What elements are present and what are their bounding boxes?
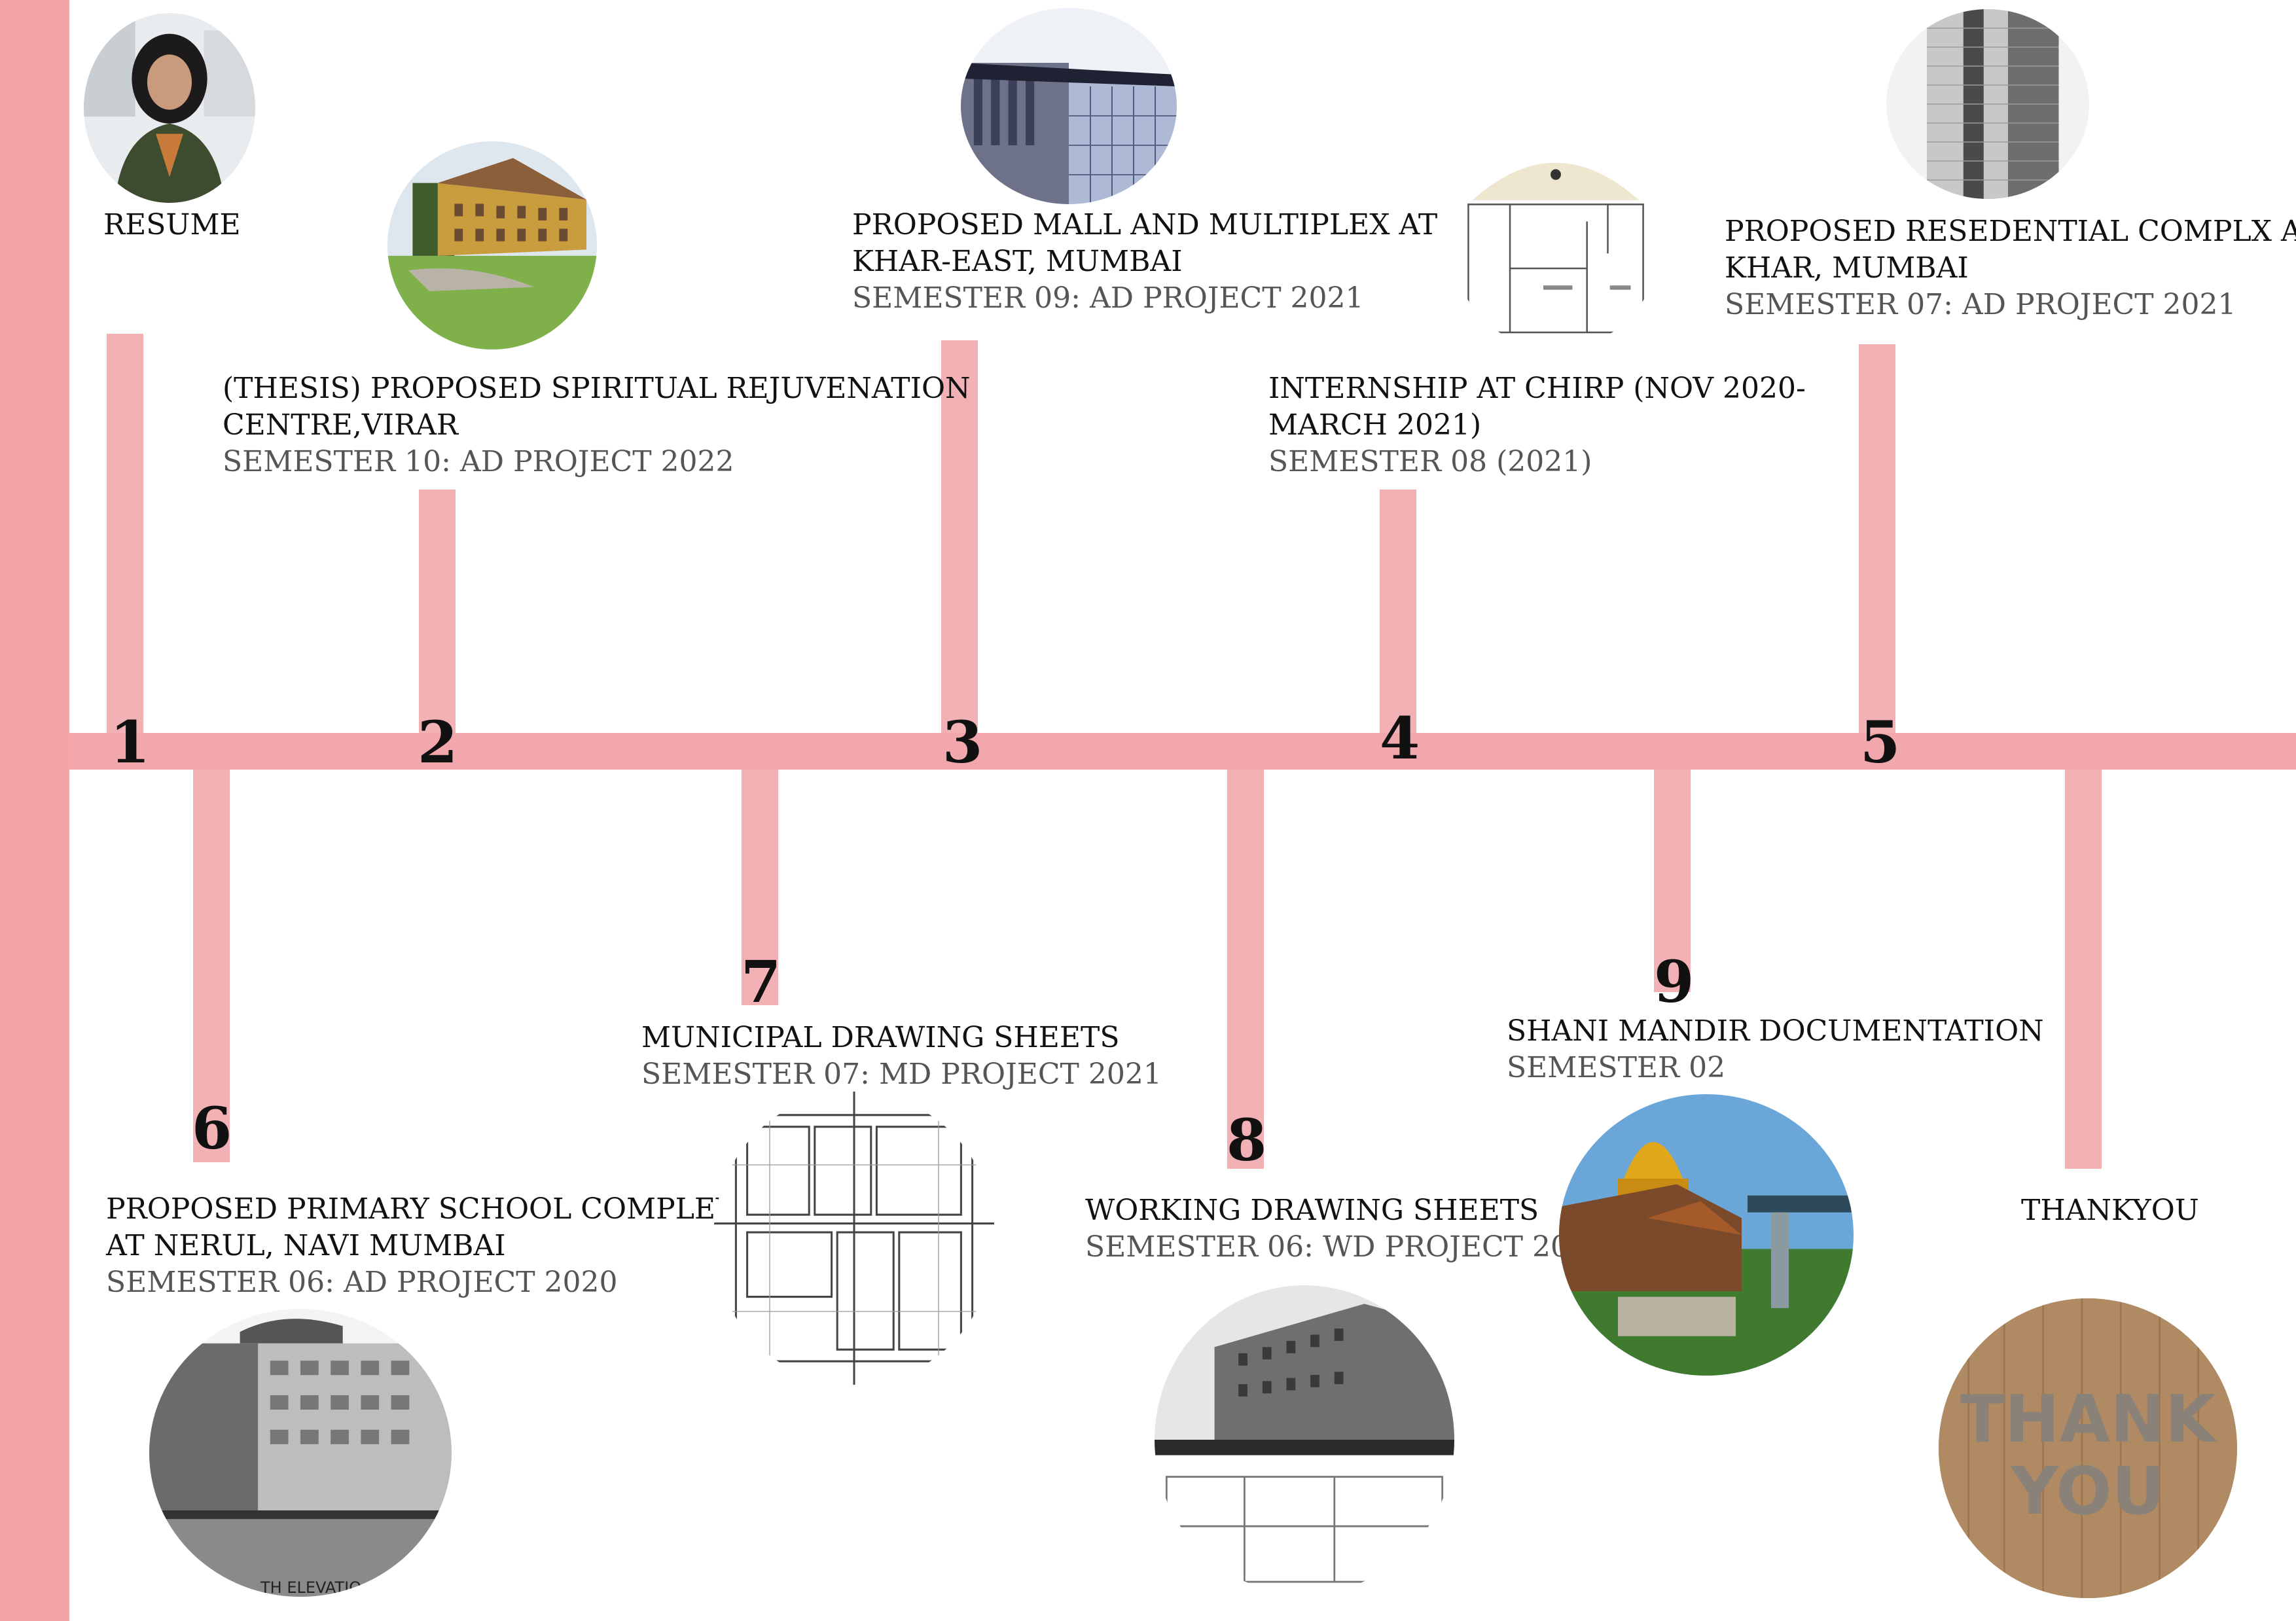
thankyou-badge-line-2: YOU	[1939, 1453, 2237, 1529]
residential-tower-image[interactable]	[1886, 9, 2089, 199]
thankyou-title[interactable]: THANKYOU	[2021, 1192, 2199, 1229]
internship-line-2: MARCH 2021)	[1268, 407, 1806, 444]
municipal-line-1: MUNICIPAL DRAWING SHEETS	[641, 1020, 1162, 1056]
shani-title[interactable]: SHANI MANDIR DOCUMENTATION SEMESTER 02	[1507, 1013, 2044, 1086]
working-line-1: WORKING DRAWING SHEETS	[1085, 1192, 1605, 1229]
marker-6: 6	[192, 1099, 232, 1157]
resume-portrait-image[interactable]	[84, 13, 255, 203]
school-title[interactable]: PROPOSED PRIMARY SCHOOL COMPLEX AT NERUL…	[106, 1191, 736, 1301]
marker-4: 4	[1380, 709, 1420, 767]
working-drawing-image[interactable]	[1155, 1285, 1454, 1594]
thesis-building-image[interactable]	[387, 141, 597, 349]
mall-line-2: KHAR-EAST, MUMBAI	[852, 243, 1437, 280]
shani-line-1: SHANI MANDIR DOCUMENTATION	[1507, 1013, 2044, 1050]
stem-5	[1859, 344, 1895, 733]
stem-2	[419, 490, 456, 733]
marker-5: 5	[1860, 713, 1900, 771]
thesis-title[interactable]: (THESIS) PROPOSED SPIRITUAL REJUVENATION…	[223, 370, 971, 480]
marker-1: 1	[110, 713, 150, 771]
thankyou-label: THANKYOU	[2021, 1192, 2199, 1229]
school-line-2: AT NERUL, NAVI MUMBAI	[106, 1228, 736, 1264]
residential-title[interactable]: PROPOSED RESEDENTIAL COMPLX AT KHAR, MUM…	[1725, 213, 2296, 323]
municipal-plan-image[interactable]	[713, 1092, 995, 1385]
shani-temple-image[interactable]	[1559, 1094, 1854, 1376]
marker-8: 8	[1227, 1111, 1266, 1169]
school-image-caption: TH ELEVATIO	[260, 1578, 361, 1597]
thesis-line-1: (THESIS) PROPOSED SPIRITUAL REJUVENATION	[223, 370, 971, 407]
school-elevation-image[interactable]: TH ELEVATIO	[149, 1309, 452, 1597]
mall-facade-image[interactable]	[961, 8, 1177, 204]
stem-4	[1380, 490, 1416, 733]
thesis-semester: SEMESTER 10: AD PROJECT 2022	[223, 444, 971, 480]
school-semester: SEMESTER 06: AD PROJECT 2020	[106, 1264, 736, 1301]
left-accent-band	[0, 0, 69, 1621]
marker-9: 9	[1654, 953, 1694, 1010]
resume-title[interactable]: RESUME	[103, 207, 241, 243]
residential-line-1: PROPOSED RESEDENTIAL COMPLX AT	[1725, 213, 2296, 250]
municipal-title[interactable]: MUNICIPAL DRAWING SHEETS SEMESTER 07: MD…	[641, 1020, 1162, 1093]
shani-semester: SEMESTER 02	[1507, 1050, 2044, 1086]
resume-label: RESUME	[103, 207, 241, 243]
internship-semester: SEMESTER 08 (2021)	[1268, 444, 1806, 480]
timeline-axis	[69, 733, 2296, 770]
mall-semester: SEMESTER 09: AD PROJECT 2021	[852, 280, 1437, 317]
residential-line-2: KHAR, MUMBAI	[1725, 250, 2296, 287]
marker-7: 7	[741, 953, 781, 1010]
stem-1	[107, 334, 143, 733]
stem-thankyou	[2065, 770, 2102, 1169]
marker-2: 2	[418, 713, 457, 771]
mall-line-1: PROPOSED MALL AND MULTIPLEX AT	[852, 207, 1437, 243]
mall-title[interactable]: PROPOSED MALL AND MULTIPLEX AT KHAR-EAST…	[852, 207, 1437, 317]
thesis-line-2: CENTRE,VIRAR	[223, 407, 971, 444]
marker-3: 3	[942, 713, 982, 771]
thankyou-badge-line-1: THANK	[1939, 1381, 2237, 1457]
thankyou-badge[interactable]: THANK YOU	[1939, 1298, 2237, 1598]
working-title[interactable]: WORKING DRAWING SHEETS SEMESTER 06: WD P…	[1085, 1192, 1605, 1266]
internship-plan-image[interactable]	[1452, 136, 1660, 349]
internship-line-1: INTERNSHIP AT CHIRP (NOV 2020-	[1268, 370, 1806, 407]
internship-title[interactable]: INTERNSHIP AT CHIRP (NOV 2020- MARCH 202…	[1268, 370, 1806, 480]
working-semester: SEMESTER 06: WD PROJECT 2020	[1085, 1229, 1605, 1266]
municipal-semester: SEMESTER 07: MD PROJECT 2021	[641, 1056, 1162, 1093]
residential-semester: SEMESTER 07: AD PROJECT 2021	[1725, 287, 2296, 323]
school-line-1: PROPOSED PRIMARY SCHOOL COMPLEX	[106, 1191, 736, 1228]
